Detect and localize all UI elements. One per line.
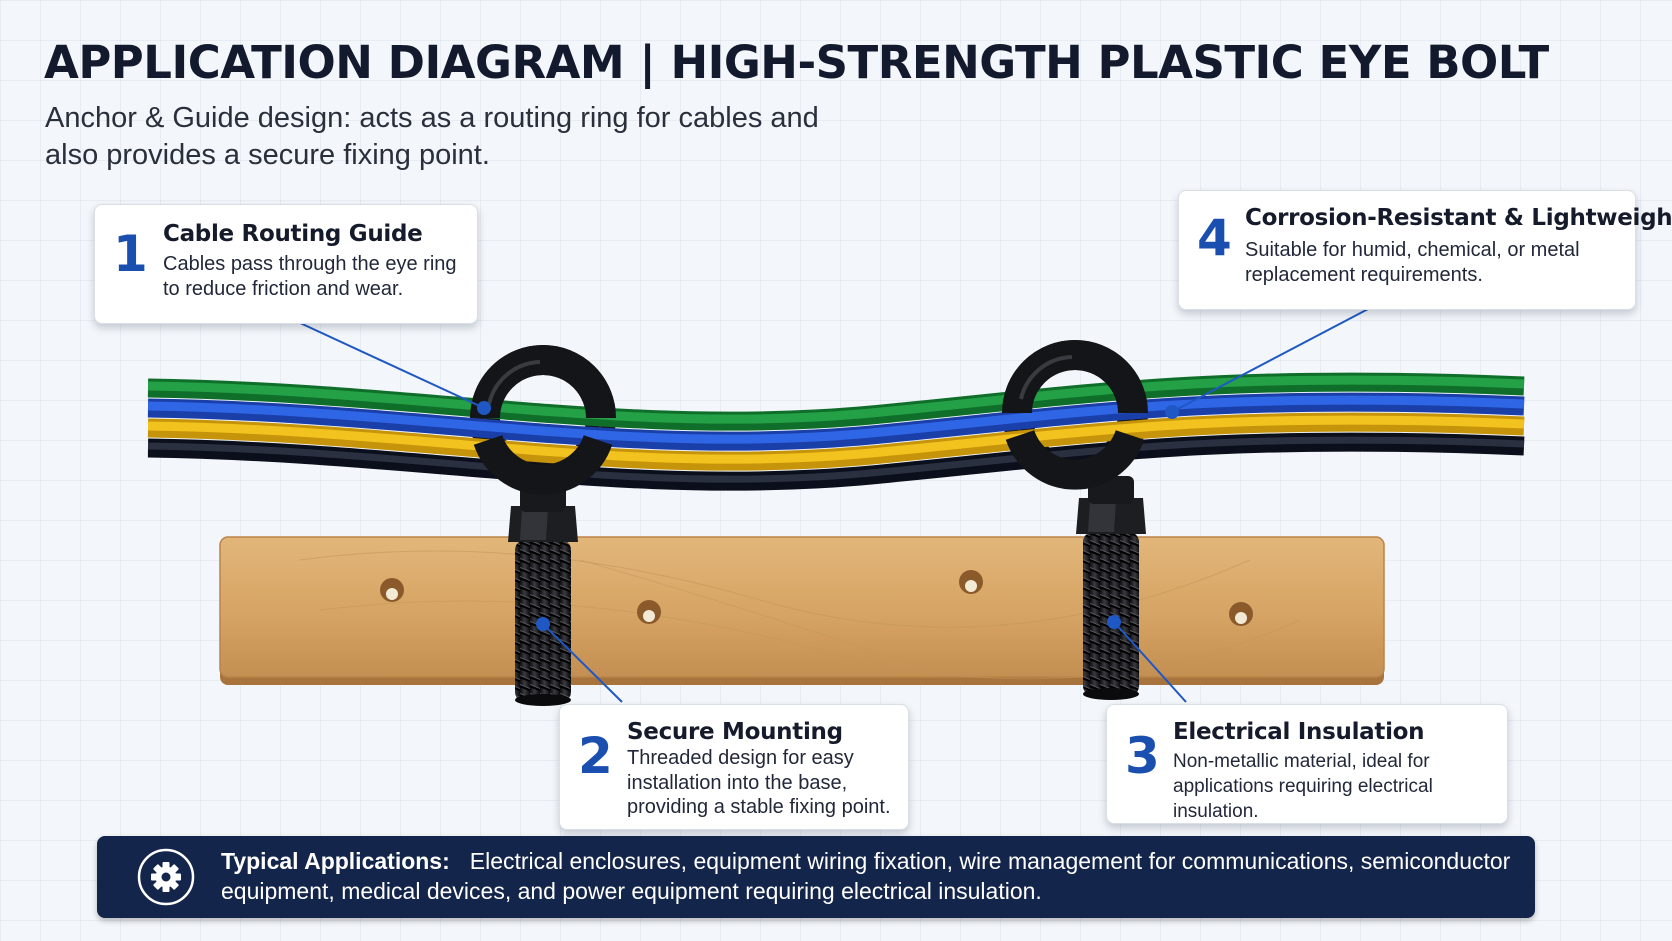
callout-corrosion-resistant: 4 Corrosion-Resistant & Lightweight Suit… — [1178, 190, 1672, 310]
callout-body: Threaded design for easy installation in… — [627, 747, 891, 818]
callout-title: Corrosion-Resistant & Lightweight — [1245, 205, 1672, 231]
callout-title: Electrical Insulation — [1173, 719, 1425, 745]
gear-icon — [137, 848, 195, 906]
callout-number: 4 — [1197, 209, 1232, 267]
wooden-base — [219, 536, 1385, 685]
callout-secure-mounting: 2 Secure Mounting Threaded design for ea… — [559, 704, 909, 830]
callout-body: Suitable for humid, chemical, or metal r… — [1245, 239, 1580, 286]
eye-ring-left-front — [470, 345, 616, 495]
bolt-shank-right — [1076, 476, 1146, 700]
callout-body: Non-metallic material, ideal for applica… — [1173, 751, 1433, 822]
callout-body: Cables pass through the eye ring to redu… — [163, 253, 457, 300]
page-subtitle: Anchor & Guide design: acts as a routing… — [45, 102, 819, 171]
typical-applications-banner: Typical Applications:Electrical enclosur… — [97, 836, 1535, 918]
callout-title: Cable Routing Guide — [163, 221, 423, 247]
cable-bundle — [147, 372, 1525, 491]
banner-body: Electrical enclosures, equipment wiring … — [221, 848, 1511, 904]
leader-lines — [297, 307, 1371, 703]
callout-number: 1 — [113, 225, 148, 283]
callout-electrical-insulation: 3 Electrical Insulation Non-metallic mat… — [1106, 704, 1508, 824]
banner-text: Typical Applications:Electrical enclosur… — [221, 846, 1511, 906]
callout-title: Secure Mounting — [627, 719, 843, 745]
banner-label: Typical Applications: — [221, 848, 450, 874]
bolt-shank-left — [508, 484, 578, 706]
callout-number: 3 — [1125, 727, 1160, 785]
eye-ring-right-front — [1002, 340, 1148, 490]
callout-number: 2 — [578, 727, 613, 785]
callout-cable-routing-guide: 1 Cable Routing Guide Cables pass throug… — [94, 204, 478, 324]
page-title: APPLICATION DIAGRAM | HIGH-STRENGTH PLAS… — [44, 36, 1549, 89]
